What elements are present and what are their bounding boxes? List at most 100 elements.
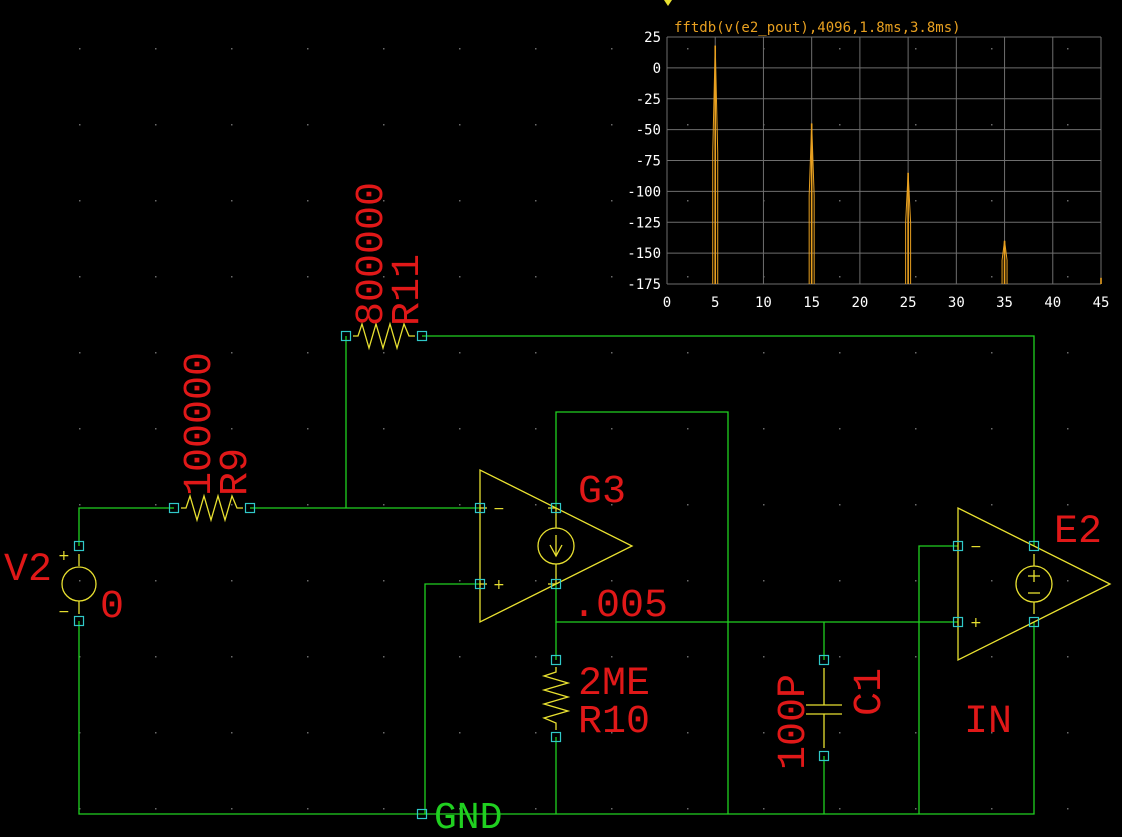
pin-marker[interactable] [474,578,486,590]
c1-value-label[interactable]: 100P [772,674,817,770]
wire-g3-top-loop[interactable] [555,411,729,814]
g3-value-label[interactable]: .005 [572,584,668,629]
grid-dot [231,580,233,582]
grid-dot [459,732,461,734]
component-labels: V2 0 100000 R9 800000 R11 G3 .005 2ME R1… [4,182,1102,837]
r11-ref-label[interactable]: R11 [386,254,431,326]
pin-marker[interactable] [550,731,562,743]
grid-dot [307,808,309,810]
chart-y-tick-label: -25 [636,92,661,108]
pin-marker[interactable] [550,654,562,666]
pin-marker[interactable] [416,808,428,820]
grid-dot [611,580,613,582]
grid-dot [155,580,157,582]
pin-marker[interactable] [244,502,256,514]
chart-title: fftdb(v(e2_pout),4096,1.8ms,3.8ms) [674,20,961,36]
r10-value-label[interactable]: 2ME [578,662,650,707]
grid-dot [915,352,917,354]
grid-dot [839,732,841,734]
pin-marker[interactable] [474,502,486,514]
chart-y-tick-label: -125 [627,215,661,231]
grid-dot [991,580,993,582]
wire-v2-to-r9[interactable] [78,507,174,546]
wire-g3-plus-to-gnd[interactable] [424,583,480,814]
pin-marker[interactable] [340,330,352,342]
pin-marker[interactable] [168,502,180,514]
r9-resistor-symbol[interactable] [181,493,243,523]
grid-dot [535,48,537,50]
g3-ref-label[interactable]: G3 [578,470,626,515]
wire-feedback-r11-right[interactable] [422,335,1035,546]
c1-capacitor-symbol[interactable] [806,668,842,748]
r9-ref-label[interactable]: R9 [214,448,259,496]
chart-cursor-marker[interactable] [664,0,672,6]
wires [78,335,1035,815]
grid-dot [763,732,765,734]
grid-dot [991,352,993,354]
pin-marker[interactable] [1028,616,1040,628]
grid-dot [611,124,613,126]
grid-dot [79,580,81,582]
net-label-gnd[interactable]: GND [434,797,502,837]
grid-dot [1067,656,1069,658]
chart-x-tick-label: 10 [755,295,772,311]
grid-dot [1067,732,1069,734]
pin-marker[interactable] [952,540,964,552]
pin-markers [73,330,1040,820]
e2-plus-sign: + [970,615,982,631]
grid-dot [79,124,81,126]
pin-marker[interactable] [818,654,830,666]
pin-marker[interactable] [952,616,964,628]
chart-peak-skirt [905,172,912,284]
wire-e2-minus-in[interactable] [918,545,958,814]
e2-ref-label[interactable]: E2 [1054,510,1102,555]
r9-value-label[interactable]: 100000 [178,352,223,496]
grid-dot [611,656,613,658]
fft-chart[interactable]: fftdb(v(e2_pout),4096,1.8ms,3.8ms) 25 0 -2… [627,0,1109,311]
r10-resistor-symbol[interactable] [541,667,571,730]
grid-dot [687,276,689,278]
grid-dot [1067,48,1069,50]
e2-amplifier-symbol[interactable] [957,506,1112,662]
chart-x-tick-label: 40 [1044,295,1061,311]
v2-value-label[interactable]: 0 [100,585,124,630]
chart-x-tick-label: 30 [948,295,965,311]
net-label-in[interactable]: IN [964,700,1012,745]
grid-dot [839,276,841,278]
grid-dot [231,656,233,658]
chart-x-tick-label: 45 [1093,295,1110,311]
grid-dot [839,428,841,430]
grid-dot [839,48,841,50]
r10-ref-label[interactable]: R10 [578,700,650,745]
grid-dot [535,808,537,810]
c1-ref-label[interactable]: C1 [848,668,893,716]
v2-voltage-source-symbol[interactable] [61,554,97,614]
grid-dot [687,48,689,50]
pin-marker[interactable] [818,750,830,762]
chart-x-tick-label: 25 [900,295,917,311]
grid-dot [155,504,157,506]
pin-marker[interactable] [73,540,85,552]
grid-dot [1067,808,1069,810]
pin-marker[interactable] [550,502,562,514]
grid-dot [915,732,917,734]
chart-y-tick-label: 0 [653,61,661,77]
grid-dot [611,352,613,354]
grid-dot [839,200,841,202]
grid-dot [991,200,993,202]
r11-resistor-symbol[interactable] [353,321,415,351]
r11-value-label[interactable]: 800000 [350,182,395,326]
grid-dot [307,276,309,278]
v2-ref-label[interactable]: V2 [4,548,52,593]
pin-marker[interactable] [73,615,85,627]
grid-dot [915,656,917,658]
grid-dot [915,124,917,126]
pin-marker[interactable] [416,330,428,342]
pin-marker[interactable] [550,578,562,590]
grid-dot [231,124,233,126]
grid-dot [307,580,309,582]
grid-dot [231,428,233,430]
grid-dot [687,428,689,430]
pin-marker[interactable] [1028,540,1040,552]
